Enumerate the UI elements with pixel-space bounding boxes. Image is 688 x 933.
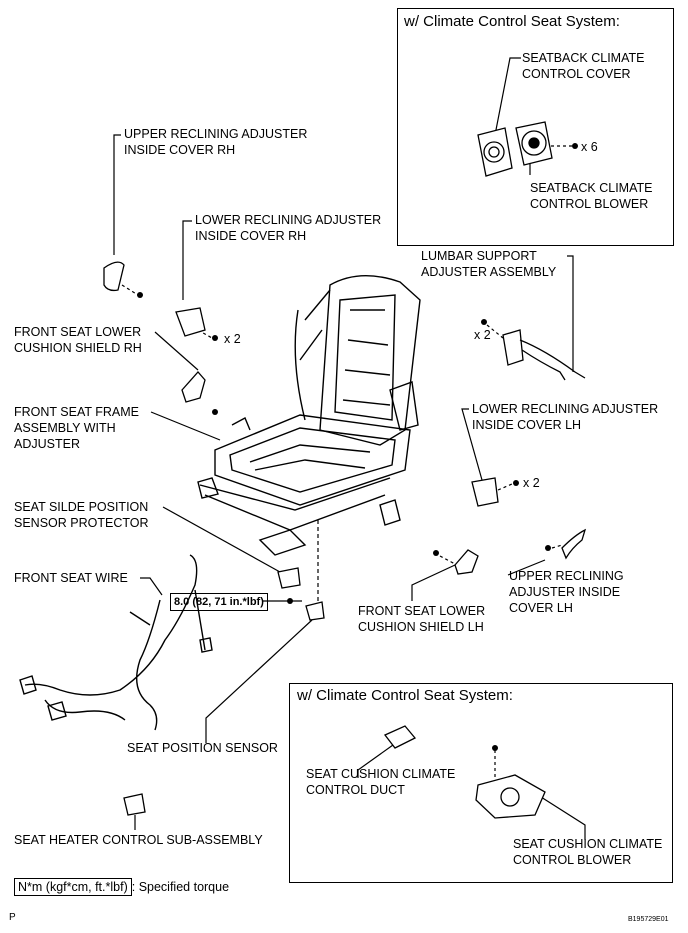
blower-screw (572, 143, 578, 149)
cushion-box-title: w/ Climate Control Seat System: (297, 687, 513, 704)
torque-legend-text: : Specified torque (131, 880, 230, 894)
shield-lh-part (454, 549, 479, 575)
lower-rh-cover-part (175, 307, 206, 337)
upper-rh-cover-part (103, 261, 125, 292)
leader-upper-lh (507, 559, 546, 576)
leader-lumbar (567, 255, 574, 372)
seatback-blower-part (515, 121, 553, 166)
upper-rh-screw (137, 292, 143, 298)
leader-lower-rh (182, 220, 192, 300)
footer-right: B195729E01 (628, 916, 669, 923)
seat-wire-part (19, 554, 213, 731)
upper-lh-screw (545, 545, 551, 551)
leader-frame (150, 411, 221, 441)
leader-cushion-blower (529, 789, 586, 840)
leader-shield-lh (411, 564, 456, 601)
leader-sensor (205, 619, 313, 743)
x2-lower-rh-quantity: x 2 (224, 332, 241, 346)
leader-wire (140, 577, 163, 596)
leader-duct (357, 744, 394, 778)
x6-quantity: x 6 (581, 140, 598, 154)
footer-left: P (9, 912, 16, 923)
lumbar-screw (481, 319, 487, 325)
shield-lh-screw (433, 550, 439, 556)
seat-frame-part (197, 274, 421, 556)
heater-label: SEAT HEATER CONTROL SUB-ASSEMBLY (14, 833, 263, 847)
guide-upper-rh (121, 284, 139, 296)
torque-value-box: 8.0 (82, 71 in.*lbf) (170, 593, 268, 611)
guide-shield-lh (439, 555, 456, 565)
duct-part (383, 725, 417, 749)
leader-upper-rh (113, 134, 121, 255)
lower-lh-screw (513, 480, 519, 486)
guide-upper-lh (551, 544, 563, 549)
leader-slide (162, 506, 281, 573)
torque-legend-box: N*m (kgf*cm, ft.*lbf) (14, 878, 132, 896)
slide-protector-part (277, 567, 301, 589)
shield-rh-screw (212, 409, 218, 415)
leader-lower-lh (461, 408, 483, 481)
guide-lower-lh (497, 483, 513, 491)
cushion-climate-box (289, 683, 673, 883)
shield-rh-part (181, 371, 206, 403)
wire-label: FRONT SEAT WIRE (14, 571, 128, 585)
cushion-blower-part (475, 774, 546, 819)
upper-lh-cover-part (561, 528, 587, 560)
lower-rh-screw (212, 335, 218, 341)
position-sensor-label: SEAT POSITION SENSOR (127, 741, 278, 755)
seatback-cover-part (477, 127, 513, 177)
cushion-blower-screw (492, 745, 498, 751)
leader-seatback-cover (494, 57, 521, 136)
lower-lh-cover-part (471, 477, 499, 507)
torque-legend: N*m (kgf*cm, ft.*lbf): Specified torque (14, 878, 230, 896)
x2-lower-lh-quantity: x 2 (523, 476, 540, 490)
position-sensor-part (305, 601, 325, 621)
lumbar-part (502, 329, 586, 381)
x2-lumbar-quantity: x 2 (474, 328, 491, 342)
leader-shield-rh (154, 331, 199, 371)
heater-part (123, 793, 146, 816)
seatback-climate-box (397, 8, 674, 246)
seatback-box-title: w/ Climate Control Seat System: (404, 13, 620, 30)
sensor-bolt (287, 598, 293, 604)
